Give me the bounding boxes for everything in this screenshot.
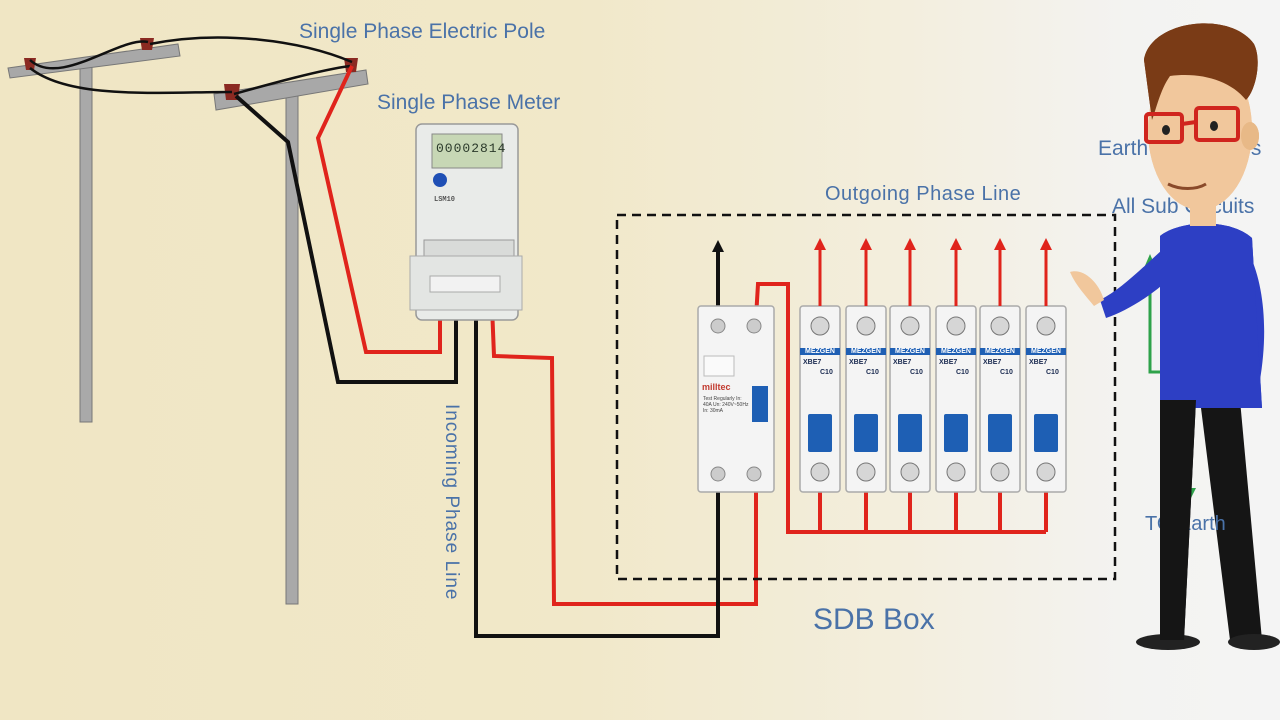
meter-reading: 00002814 xyxy=(436,141,507,156)
mcb-top-terminal xyxy=(990,316,1010,336)
outgoing-arrowhead xyxy=(994,238,1006,250)
outgoing-arrows xyxy=(814,238,1052,306)
mcb-rating: C10 xyxy=(910,369,923,376)
sdb-box xyxy=(615,213,1117,581)
electric-pole-left xyxy=(7,38,181,423)
mcb-rating: C10 xyxy=(1046,369,1059,376)
mcb-bottom-terminal xyxy=(1036,462,1056,482)
phase-wire-service xyxy=(315,65,442,354)
mcb-toggle xyxy=(898,414,922,452)
single-phase-meter xyxy=(409,123,523,321)
outgoing-arrowhead xyxy=(1040,238,1052,250)
electric-pole-right xyxy=(213,58,369,605)
meter-label: Single Phase Meter xyxy=(377,91,561,114)
sub-circuits-label: All Sub Circuits xyxy=(1112,195,1255,218)
rccb xyxy=(697,305,775,493)
mcb-model: XBE7 xyxy=(849,359,868,366)
neutral-wire-service xyxy=(234,94,458,384)
mcb-brand: MEZGEN xyxy=(936,348,976,355)
outgoing-phase-label: Outgoing Phase Line xyxy=(825,183,1022,205)
mcb-bottom-terminal xyxy=(810,462,830,482)
outgoing-arrowhead xyxy=(950,238,962,250)
mcb-model: XBE7 xyxy=(1029,359,1048,366)
rccb-brand: milltec xyxy=(702,382,731,392)
mcb-top-terminal xyxy=(900,316,920,336)
mcb-toggle xyxy=(988,414,1012,452)
mcb-brand: MEZGEN xyxy=(1026,348,1066,355)
mcb-toggle xyxy=(944,414,968,452)
mcb-bottom-terminal xyxy=(946,462,966,482)
outgoing-arrowhead xyxy=(904,238,916,250)
outgoing-arrowhead xyxy=(860,238,872,250)
to-earth-label: TO Earth xyxy=(1145,513,1226,535)
phase-wire-incoming xyxy=(490,305,758,606)
sdb-box-label: SDB Box xyxy=(813,603,935,636)
incoming-phase-label: Incoming Phase Line xyxy=(441,404,462,601)
mcb-toggle xyxy=(854,414,878,452)
mcb-rating: C10 xyxy=(1000,369,1013,376)
mcb-top-terminal xyxy=(946,316,966,336)
rccb-spec: Test Regularly In: 40A Un: 240V~50Hz In:… xyxy=(703,396,749,414)
mcb-model: XBE7 xyxy=(803,359,822,366)
mcb-bottom-terminal xyxy=(856,462,876,482)
mcb-group xyxy=(799,305,1067,532)
mcb-bottom-terminal xyxy=(900,462,920,482)
outgoing-arrowhead xyxy=(814,238,826,250)
mcb-top-terminal xyxy=(856,316,876,336)
mcb-rating: C10 xyxy=(956,369,969,376)
pole-label: Single Phase Electric Pole xyxy=(299,20,546,43)
mcb-model: XBE7 xyxy=(939,359,958,366)
mcb-toggle xyxy=(808,414,832,452)
mcb-rating: C10 xyxy=(820,369,833,376)
mcb-top-terminal xyxy=(1036,316,1056,336)
mcb-model: XBE7 xyxy=(893,359,912,366)
presenter-cartoon xyxy=(1070,23,1280,650)
mcb-bottom-terminal xyxy=(990,462,1010,482)
earth-conductors-label: Earth Conductors xyxy=(1098,137,1262,160)
mcb-top-terminal xyxy=(810,316,830,336)
meter-brand: LSM10 xyxy=(434,196,456,204)
mcb-brand: MEZGEN xyxy=(980,348,1020,355)
mcb-brand: MEZGEN xyxy=(846,348,886,355)
mcb-model: XBE7 xyxy=(983,359,1002,366)
mcb-rating: C10 xyxy=(866,369,879,376)
mcb-toggle xyxy=(1034,414,1058,452)
mcb-brand: MEZGEN xyxy=(890,348,930,355)
phase-busbar xyxy=(754,282,1046,534)
mcb-brand: MEZGEN xyxy=(800,348,840,355)
